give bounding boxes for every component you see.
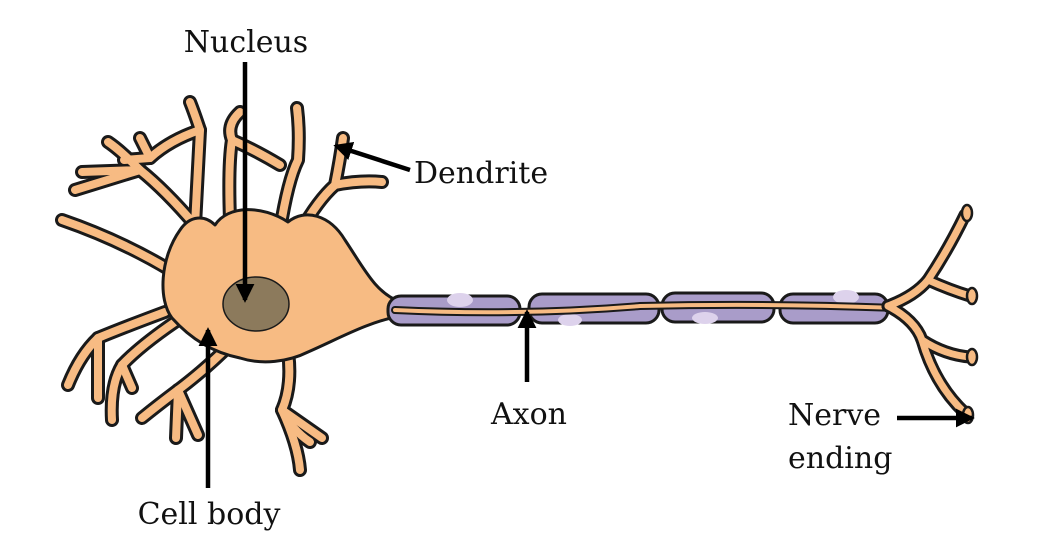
- axon-label: Axon: [490, 397, 567, 432]
- nucleus-label: Nucleus: [184, 25, 308, 60]
- terminal-bulb: [961, 405, 975, 425]
- dendrites: [55, 95, 389, 477]
- cell-body-label: Cell body: [138, 497, 281, 532]
- nerve-ending-label-line1: Nerve: [788, 398, 881, 433]
- nerve-ending-label-line2: ending: [788, 441, 892, 476]
- terminal-bulb: [960, 203, 974, 223]
- pointer-arrows: [198, 62, 975, 488]
- nucleus: [222, 276, 290, 332]
- terminal-bulb: [965, 347, 979, 367]
- dendrite-arrow: [333, 141, 411, 173]
- node-spots: [447, 290, 859, 326]
- cell-body: [161, 208, 402, 364]
- dendrite-label: Dendrite: [414, 156, 548, 191]
- axon-terminal: [881, 203, 979, 425]
- terminal-bulb: [965, 286, 979, 306]
